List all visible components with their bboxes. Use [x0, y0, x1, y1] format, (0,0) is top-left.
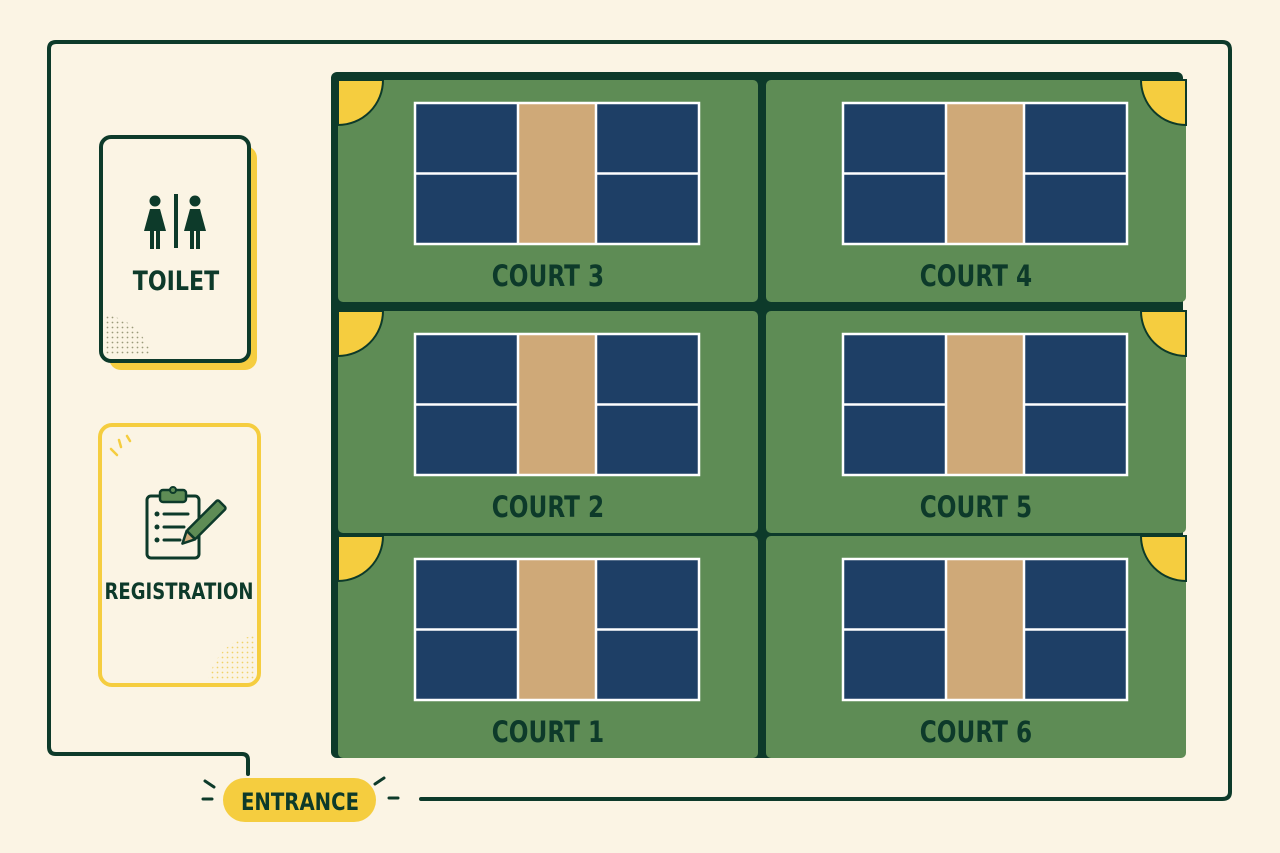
kitchen-zone [946, 103, 1024, 244]
sparkle-icon [201, 776, 400, 801]
playing-area [413, 557, 701, 702]
sparkle-icon [109, 434, 132, 457]
court-label: COURT 3 [492, 261, 604, 294]
playing-area [841, 101, 1129, 246]
dot-texture [208, 636, 254, 679]
corner-marker [337, 310, 385, 358]
court-6[interactable]: COURT 6 [766, 535, 1187, 758]
court-1[interactable]: COURT 1 [337, 535, 758, 758]
playing-area [413, 101, 701, 246]
playing-area [413, 332, 701, 477]
court-label: COURT 5 [920, 492, 1032, 525]
clipboard-pencil-icon [145, 486, 227, 560]
court-5[interactable]: COURT 5 [766, 310, 1187, 533]
restroom-icon [144, 194, 206, 249]
kitchen-zone [518, 559, 596, 700]
entrance-marker[interactable]: ENTRANCE [201, 776, 400, 822]
corner-marker [337, 535, 385, 583]
registration-label: REGISTRATION [105, 578, 254, 604]
court-label: COURT 2 [492, 492, 604, 525]
walkway-path [47, 40, 1232, 801]
corner-marker [1139, 535, 1187, 583]
court-4[interactable]: COURT 4 [766, 79, 1187, 302]
corner-marker [1139, 310, 1187, 358]
playing-area [841, 557, 1129, 702]
court-3[interactable]: COURT 3 [337, 79, 758, 302]
toilet-card[interactable]: TOILET [99, 135, 257, 370]
dot-texture [106, 315, 152, 356]
entrance-label: ENTRANCE [241, 789, 359, 816]
toilet-card-face [99, 135, 251, 363]
kitchen-zone [518, 334, 596, 475]
playing-area [841, 332, 1129, 477]
court-2[interactable]: COURT 2 [337, 310, 758, 533]
kitchen-zone [946, 559, 1024, 700]
toilet-label: TOILET [133, 265, 220, 297]
entrance-badge [223, 778, 376, 822]
corner-marker [1139, 79, 1187, 127]
corner-marker [337, 79, 385, 127]
court-label: COURT 1 [492, 717, 604, 750]
court-label: COURT 6 [920, 717, 1032, 750]
kitchen-zone [946, 334, 1024, 475]
registration-card[interactable]: REGISTRATION [98, 423, 261, 687]
kitchen-zone [518, 103, 596, 244]
court-label: COURT 4 [920, 261, 1032, 294]
